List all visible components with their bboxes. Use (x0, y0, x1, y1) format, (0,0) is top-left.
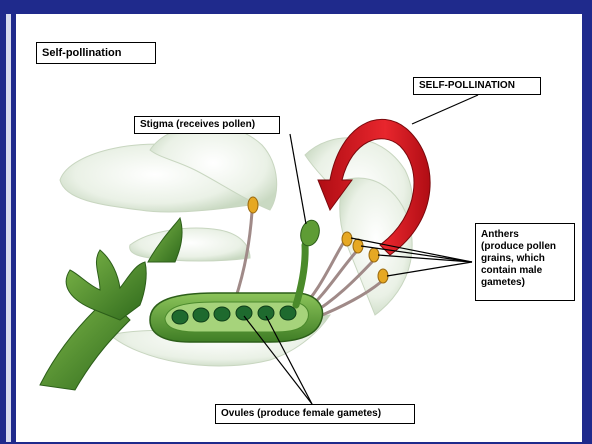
anther (369, 248, 379, 262)
ovule (172, 310, 188, 324)
ovule (280, 306, 296, 320)
anther (378, 269, 388, 283)
ovule (193, 308, 209, 322)
self-pollination-label: SELF-POLLINATION (413, 77, 541, 95)
style-and-stigma (296, 218, 322, 305)
ovules-label: Ovules (produce female gametes) (215, 404, 415, 424)
ovule (236, 306, 252, 320)
anthers-label-line: Anthers (481, 229, 569, 241)
anther (342, 232, 352, 246)
anthers-label: Anthers (produce pollen grains, which co… (475, 223, 575, 301)
stigma (298, 218, 322, 248)
anthers-label-line: grains, which (481, 253, 569, 265)
anther (248, 197, 258, 213)
diagram-title: Self-pollination (36, 42, 156, 64)
anthers-label-line: gametes) (481, 277, 569, 289)
anthers-label-line: (produce pollen (481, 241, 569, 253)
ovule (258, 306, 274, 320)
anthers-label-line: contain male (481, 265, 569, 277)
stigma-label: Stigma (receives pollen) (134, 116, 280, 134)
ovule (214, 307, 230, 321)
